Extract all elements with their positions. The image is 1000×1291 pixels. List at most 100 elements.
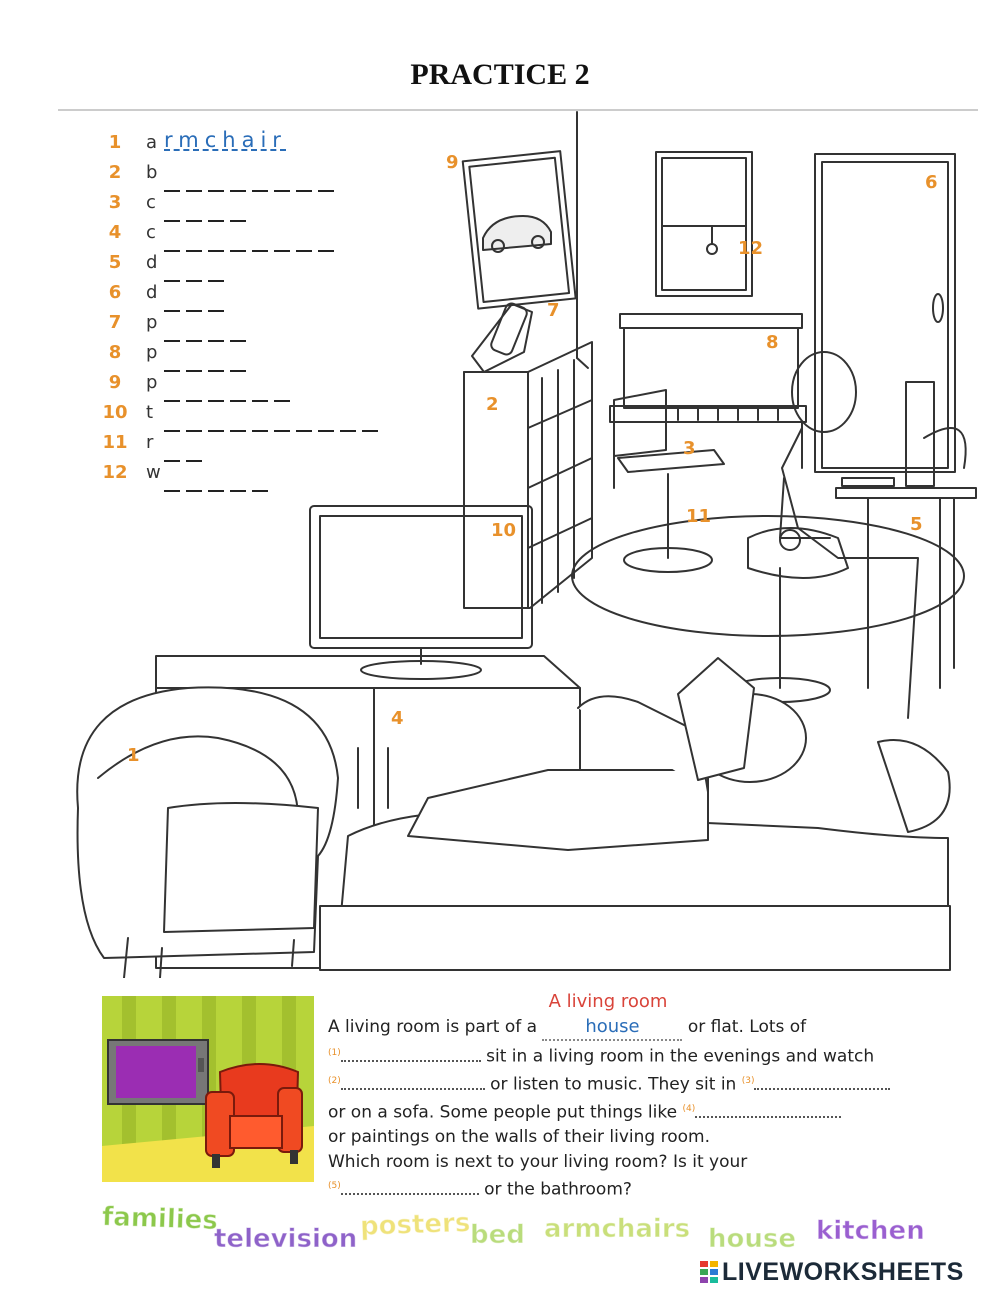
small-tv: [107, 1039, 209, 1105]
word-bank: families television posters bed armchair…: [100, 1198, 960, 1258]
boy-reading: [407, 657, 951, 851]
word-bank-families[interactable]: families: [101, 1201, 219, 1237]
scene-label-8: 8: [766, 332, 779, 353]
word-bank-kitchen[interactable]: kitchen: [816, 1216, 926, 1247]
liveworksheets-logo-icon: [700, 1261, 718, 1283]
vocab-answer-input[interactable]: [164, 266, 230, 282]
red-armchair: [205, 1063, 303, 1168]
reading-passage: A living room A living room is part of a…: [328, 990, 928, 1203]
vocab-answer-input[interactable]: [164, 296, 230, 312]
armchair: [76, 686, 339, 978]
vocab-answer-input[interactable]: [164, 476, 274, 492]
word-bank-posters[interactable]: posters: [359, 1208, 471, 1243]
passage-line-2: (1) sit in a living room in the evenings…: [328, 1041, 928, 1069]
vocab-answer-input[interactable]: [164, 206, 252, 222]
vocab-number: 11: [102, 432, 128, 453]
liveworksheets-brand[interactable]: LIVEWORKSHEETS: [700, 1258, 1000, 1288]
vocab-answer-input[interactable]: [164, 446, 208, 462]
door: [814, 153, 956, 473]
vocab-first-letter: a: [146, 132, 158, 153]
vocab-first-letter: c: [146, 222, 156, 243]
vocab-row-3: 3 c: [98, 192, 438, 222]
vocab-row-11: 11 r: [98, 432, 438, 462]
page-title: PRACTICE 2: [410, 58, 590, 91]
vocab-answer-input[interactable]: [164, 356, 252, 372]
passage-text: or paintings on the walls of their livin…: [328, 1127, 711, 1148]
vocab-number: 3: [108, 192, 122, 213]
vocab-first-letter: d: [146, 252, 158, 273]
vocab-row-4: 4 c: [98, 222, 438, 252]
vocab-row-5: 5 d: [98, 252, 438, 282]
vocab-answer-input[interactable]: [164, 416, 384, 432]
passage-text: or listen to music. They sit in: [490, 1074, 737, 1095]
blank-5-input[interactable]: [340, 1181, 479, 1196]
passage-text: sit in a living room in the evenings and…: [486, 1046, 875, 1067]
word-bank-armchairs[interactable]: armchairs: [543, 1214, 691, 1245]
word-bank-television[interactable]: television: [213, 1224, 358, 1255]
scene-label-4: 4: [391, 708, 404, 729]
vocab-first-letter: r: [146, 432, 154, 453]
vocab-row-6: 6 d: [98, 282, 438, 312]
blank-3-input[interactable]: [754, 1076, 891, 1090]
passage-line-4: or on a sofa. Some people put things lik…: [328, 1097, 928, 1125]
vocab-row-7: 7 p: [98, 312, 438, 342]
blank-2-input[interactable]: [340, 1076, 485, 1090]
scene-label-5: 5: [910, 514, 923, 535]
vocab-number: 5: [108, 252, 122, 273]
blank-number: (3): [741, 1076, 755, 1087]
passage-text: A living room is part of a: [328, 1016, 538, 1037]
vocab-number: 7: [108, 312, 122, 333]
word-bank-bed[interactable]: bed: [470, 1220, 526, 1251]
vocab-first-letter: p: [146, 312, 158, 333]
vocab-answer-input[interactable]: [164, 236, 340, 252]
scene-label-2: 2: [486, 394, 499, 415]
picture-frame-car: [461, 150, 577, 310]
vocab-answer-input[interactable]: rmchair: [164, 128, 287, 152]
vocab-number: 6: [108, 282, 122, 303]
vocab-row-10: 10 t: [98, 402, 438, 432]
passage-text: Which room is next to your living room? …: [328, 1151, 748, 1172]
blank-4-input[interactable]: [695, 1104, 842, 1118]
answer-0-input[interactable]: house: [542, 1015, 683, 1041]
television: [309, 505, 533, 680]
scene-label-12: 12: [738, 238, 764, 259]
window: [655, 151, 753, 297]
vocab-number: 2: [108, 162, 122, 183]
passage-text: or the bathroom?: [484, 1180, 632, 1201]
vocab-row-2: 2 b: [98, 162, 438, 192]
vocab-row-1: 1 a rmchair: [98, 128, 438, 162]
passage-text: or on a sofa. Some people put things lik…: [328, 1102, 678, 1123]
vocab-row-9: 9 p: [98, 372, 438, 402]
blank-number: (5): [328, 1181, 341, 1192]
phone: [471, 302, 533, 373]
passage-line-5: or paintings on the walls of their livin…: [328, 1125, 928, 1150]
vocab-row-8: 8 p: [98, 342, 438, 372]
blank-number: (2): [328, 1076, 341, 1087]
vocab-first-letter: t: [146, 402, 154, 423]
vocab-answer-input[interactable]: [164, 176, 340, 192]
vocab-number: 1: [108, 132, 122, 153]
passage-line-6: Which room is next to your living room? …: [328, 1150, 928, 1175]
desk-computer: [835, 381, 977, 689]
vocab-answer-input[interactable]: [164, 386, 296, 402]
scene-label-9: 9: [446, 152, 459, 173]
vocab-first-letter: c: [146, 192, 156, 213]
piano: [609, 313, 807, 489]
passage-title: A living room: [548, 991, 668, 1012]
vocab-number: 9: [108, 372, 122, 393]
vocab-first-letter: d: [146, 282, 158, 303]
vocab-number: 8: [108, 342, 122, 363]
scene-label-3: 3: [683, 438, 696, 459]
passage-line-7: (5) or the bathroom?: [328, 1174, 928, 1202]
living-room-illustration: [58, 109, 978, 978]
vocab-first-letter: w: [146, 462, 161, 483]
word-bank-house[interactable]: house: [708, 1224, 797, 1255]
blank-1-input[interactable]: [340, 1048, 481, 1062]
bed: [319, 811, 951, 971]
chair: [613, 389, 725, 573]
scene-label-10: 10: [491, 520, 517, 541]
scene-label-11: 11: [686, 506, 712, 527]
passage-line-3: (2) or listen to music. They sit in (3): [328, 1069, 928, 1097]
vocabulary-list: 1 a rmchair 2 b 3 c 4 c 5 d 6 d 7 p 8 p …: [98, 128, 438, 492]
vocab-answer-input[interactable]: [164, 326, 252, 342]
